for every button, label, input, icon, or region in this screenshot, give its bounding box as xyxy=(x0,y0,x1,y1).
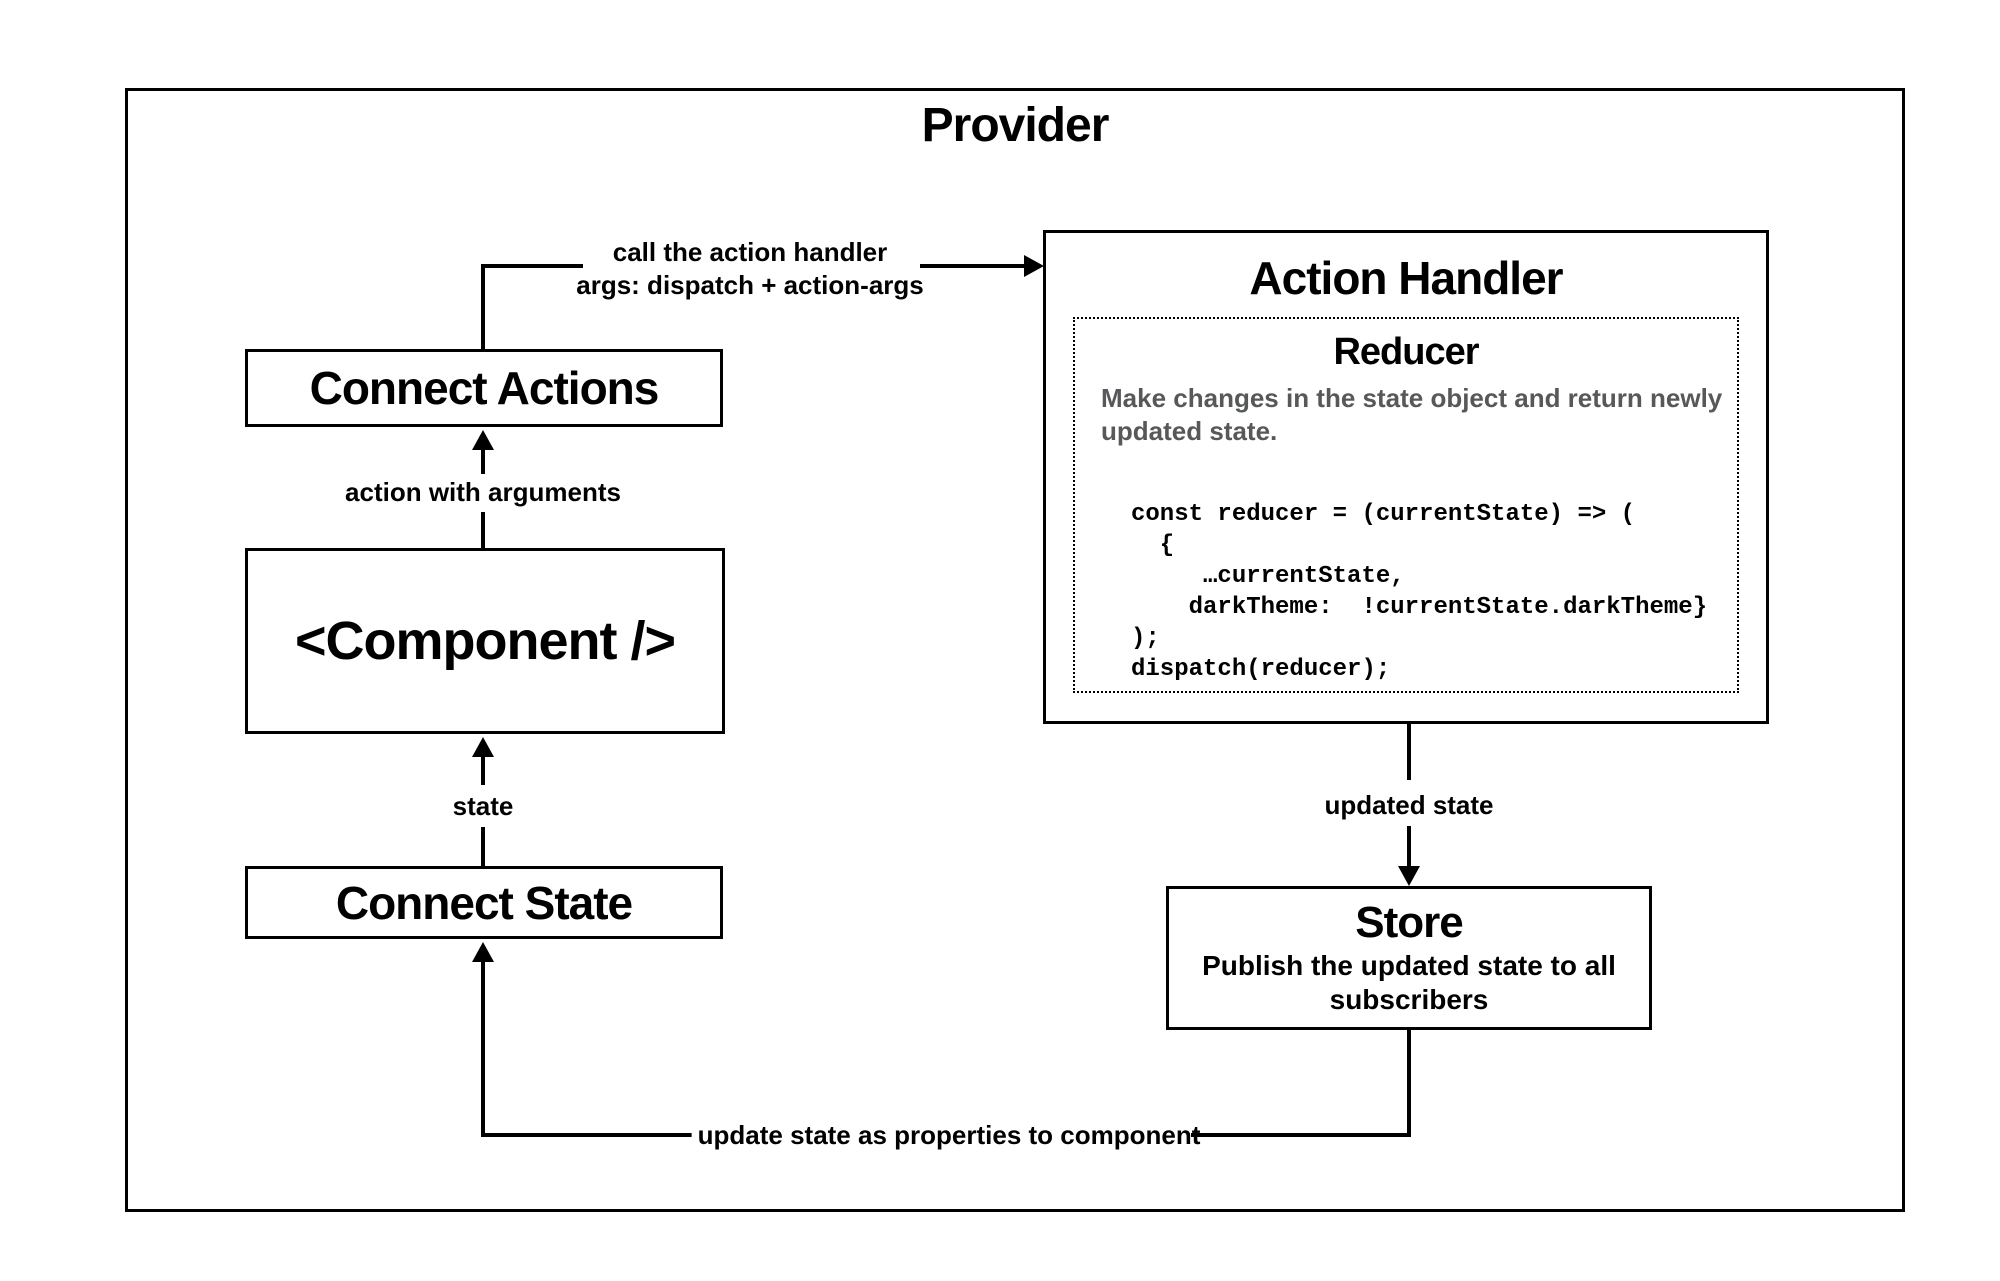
reducer-title: Reducer xyxy=(1333,331,1479,373)
edge-update-props-vline-right xyxy=(1407,1030,1411,1137)
edge-call-action-handler-vline xyxy=(481,266,485,349)
component-label: <Component /> xyxy=(294,611,676,671)
provider-title: Provider xyxy=(921,99,1110,152)
edge-state-vline-top xyxy=(481,755,485,785)
edge-updated-state-vline-top xyxy=(1407,724,1411,780)
action-handler-node: Action Handler Reducer Make changes in t… xyxy=(1043,230,1769,724)
edge-update-props-arrowhead-icon xyxy=(472,942,494,962)
edge-action-with-arguments-arrowhead-icon xyxy=(472,430,494,450)
reducer-description: Make changes in the state object and ret… xyxy=(1101,383,1723,446)
edge-updated-state-vline-bottom xyxy=(1407,826,1411,868)
edge-update-props-vline-left xyxy=(481,960,485,1137)
store-title: Store xyxy=(1355,898,1463,947)
store-node: Store Publish the updated state to all s… xyxy=(1166,886,1652,1030)
edge-update-props-hline-left xyxy=(481,1133,707,1137)
edge-state-arrowhead-icon xyxy=(472,737,494,757)
connect-state-node: Connect State xyxy=(245,866,723,939)
edge-state-label: state xyxy=(446,791,520,821)
connect-actions-label: Connect Actions xyxy=(309,362,660,414)
edge-update-props-label: update state as properties to component xyxy=(691,1120,1207,1150)
edge-action-with-arguments-vline-top xyxy=(481,448,485,474)
reducer-box: Reducer Make changes in the state object… xyxy=(1073,317,1739,693)
edge-updated-state-arrowhead-icon xyxy=(1398,866,1420,886)
edge-call-action-handler-hline-left xyxy=(481,264,583,268)
component-node: <Component /> xyxy=(245,548,725,734)
edge-call-action-handler-label-line2: args: dispatch + action-args xyxy=(570,270,930,300)
edge-call-action-handler-label-line1: call the action handler xyxy=(606,237,894,267)
edge-action-with-arguments-label: action with arguments xyxy=(339,477,627,507)
connect-state-label: Connect State xyxy=(335,876,633,929)
edge-updated-state-label: updated state xyxy=(1318,790,1500,820)
edge-call-action-handler-arrowhead-icon xyxy=(1024,255,1044,277)
store-description: Publish the updated state to all subscri… xyxy=(1202,950,1616,1015)
edge-call-action-handler-hline-right xyxy=(920,264,1026,268)
edge-state-vline-bottom xyxy=(481,827,485,866)
edge-update-props-hline-right xyxy=(1191,1133,1411,1137)
reducer-code-snippet: const reducer = (currentState) => ( { …c… xyxy=(1131,501,1708,683)
action-handler-title: Action Handler xyxy=(1249,252,1563,304)
edge-action-with-arguments-vline-bottom xyxy=(481,512,485,548)
connect-actions-node: Connect Actions xyxy=(245,349,723,427)
